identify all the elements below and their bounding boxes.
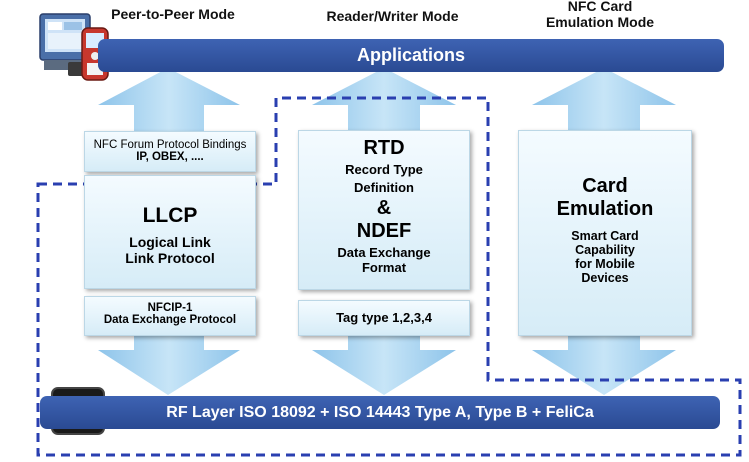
llcp-box: LLCP Logical Link Link Protocol [84,175,256,289]
p2p-down-arrow [98,333,240,395]
applications-bar: Applications [98,39,724,72]
p2p-mode-title: Peer-to-Peer Mode [111,6,235,22]
llcp-title: LLCP [142,204,198,227]
nfcip-line2: Data Exchange Protocol [103,314,237,326]
bindings-line2: IP, OBEX, .... [136,151,204,163]
card-desc-line3: for Mobile [575,257,635,271]
card-title-line1: Card [582,175,628,197]
card-desc-line4: Devices [581,271,629,285]
ndef-line1: Data Exchange [337,245,431,260]
tag-type-label: Tag type 1,2,3,4 [336,310,432,325]
rf-layer-bar: RF Layer ISO 18092 + ISO 14443 Type A, T… [40,396,720,429]
rw-mode-title: Reader/Writer Mode [326,8,459,24]
card-up-arrow [532,68,676,135]
card-mode-title-line1: NFC Card [567,0,633,14]
tag-type-box: Tag type 1,2,3,4 [298,300,470,336]
card-down-arrow [532,333,676,395]
card-mode-title: NFC Card Emulation Mode [520,0,680,30]
card-mode-title-line2: Emulation Mode [545,14,655,30]
bindings-line1: NFC Forum Protocol Bindings [93,139,247,151]
card-title-line2: Emulation [556,198,654,220]
card-desc-line2: Capability [575,243,635,257]
ndef-title: NDEF [356,220,412,242]
rtd-title: RTD [363,137,405,159]
nfcip-box: NFCIP-1 Data Exchange Protocol [84,296,256,336]
nfcip-line1: NFCIP-1 [147,302,193,314]
card-emulation-box: Card Emulation Smart Card Capability for… [518,130,692,336]
rtd-line1: Record Type [345,162,423,177]
rtd-ndef-box: RTD Record Type Definition & NDEF Data E… [298,130,470,290]
dashed-outline [36,96,742,457]
card-desc-line1: Smart Card [571,229,639,243]
p2p-up-arrow [98,68,240,135]
protocol-bindings-box: NFC Forum Protocol Bindings IP, OBEX, ..… [84,131,256,172]
rtd-line2: Definition [354,180,414,195]
llcp-line2: Link Protocol [125,250,215,266]
rw-down-arrow [312,333,456,395]
amp-symbol: & [376,197,392,219]
llcp-line1: Logical Link [129,234,211,250]
rw-up-arrow [312,68,456,135]
ndef-line2: Format [361,260,407,275]
